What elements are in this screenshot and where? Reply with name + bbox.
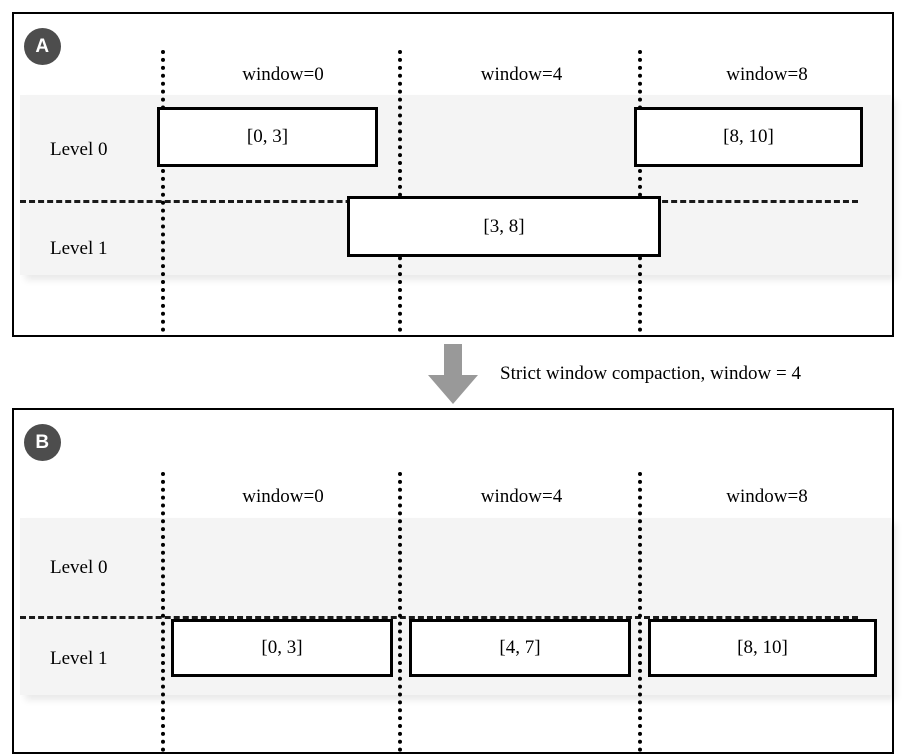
panel-a-column-divider-1 — [398, 50, 402, 332]
panel-b-window-label-0: window=0 — [242, 486, 324, 507]
transition-label: Strict window compaction, window = 4 — [500, 363, 801, 384]
panel-a-badge: A — [24, 28, 61, 65]
panel-b: B window=0 window=4 window=8 [0, 3] [4, … — [12, 408, 894, 754]
interval-box[interactable]: [0, 3] — [171, 619, 393, 677]
panel-b-window-label-1: window=4 — [480, 486, 563, 507]
transition-group: Strict window compaction, window = 4 — [0, 337, 906, 408]
panel-a-level-label-1: Level 1 — [50, 238, 108, 259]
panel-b-column-divider-2 — [638, 472, 642, 752]
panel-b-column-divider-1 — [398, 472, 402, 752]
interval-box[interactable]: [0, 3] — [157, 107, 378, 167]
panel-a-column-divider-2 — [638, 50, 642, 332]
panel-b-column-divider-0 — [161, 472, 165, 752]
panel-a-level-label-0: Level 0 — [50, 139, 108, 160]
panel-a-window-label-1: window=4 — [480, 64, 563, 85]
interval-box[interactable]: [3, 8] — [347, 196, 661, 257]
down-arrow-icon — [428, 344, 478, 404]
panel-b-level-label-1: Level 1 — [50, 648, 108, 669]
interval-box[interactable]: [8, 10] — [634, 107, 863, 167]
panel-b-window-label-2: window=8 — [726, 486, 808, 507]
interval-box[interactable]: [8, 10] — [648, 619, 877, 677]
panel-b-level-separator — [20, 616, 858, 619]
panel-a: A window=0 window=4 window=8 — [12, 12, 894, 337]
interval-box[interactable]: [4, 7] — [409, 619, 631, 677]
panel-a-window-label-0: window=0 — [242, 64, 324, 85]
panel-a-window-label-2: window=8 — [726, 64, 808, 85]
panel-b-level-label-0: Level 0 — [50, 557, 108, 578]
panel-a-column-divider-0 — [161, 50, 165, 332]
panel-b-badge: B — [24, 424, 61, 461]
